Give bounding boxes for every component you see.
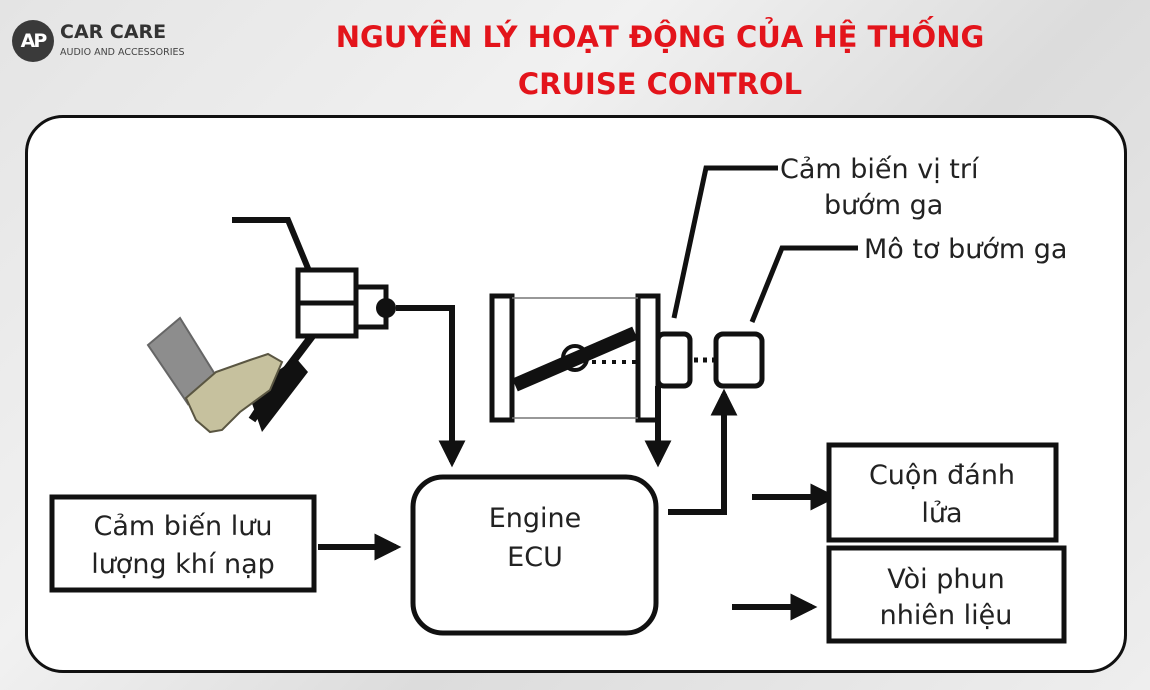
pedal-lever-arm [232, 217, 315, 280]
air-flow-sensor-label-2: lượng khí nạp [91, 549, 275, 580]
pedal-to-ecu-arrow [396, 305, 466, 468]
air-flow-sensor-box [49, 494, 317, 593]
page-title-line-2: CRUISE CONTROL [517, 67, 803, 101]
ignition-coil-label-2: lửa [921, 498, 962, 529]
brand-badge: AP [12, 20, 54, 62]
fuel-injector-label-2: nhiên liệu [880, 600, 1013, 631]
fuel-injector-label-1: Vòi phun [887, 564, 1004, 595]
ignition-coil-label-1: Cuộn đánh [869, 460, 1015, 491]
engine-ecu-label-2: ECU [507, 542, 563, 573]
throttle-motor-leader [749, 245, 858, 323]
air-flow-sensor-label-1: Cảm biến lưu [94, 511, 273, 542]
engine-ecu-box [410, 474, 659, 636]
throttle-motor-label: Mô tơ bướm ga [864, 234, 1067, 265]
throttle-motor-box [713, 331, 765, 389]
page-title-line-1: NGUYÊN LÝ HOẠT ĐỘNG CỦA HỆ THỐNG [335, 20, 985, 54]
brand-name: CAR CARE [60, 21, 167, 43]
pedal-pivot-icon [376, 298, 396, 318]
engine-ecu-label-1: Engine [489, 503, 582, 534]
throttle-position-sensor-box [655, 331, 693, 389]
throttle-body [489, 293, 765, 423]
fuel-injector-box [826, 545, 1067, 644]
brand-logo: AP CAR CARE AUDIO AND ACCESSORIES [12, 20, 212, 64]
pedal-pad [248, 358, 308, 432]
throttle-body-left-flange [489, 293, 515, 423]
ignition-coil-box [826, 442, 1059, 543]
page-title: NGUYÊN LÝ HOẠT ĐỘNG CỦA HỆ THỐNG CRUISE … [300, 14, 1020, 108]
ecu-to-motor-arrow [668, 388, 738, 515]
throttle-position-sensor-label-1: Cảm biến vị trí [780, 154, 980, 185]
foot-shoe-icon [184, 352, 284, 434]
throttle-position-sensor-label-2: bướm ga [824, 190, 943, 221]
accelerator-pedal-assembly [146, 217, 396, 434]
throttle-position-sensor-leader [671, 165, 778, 319]
brand-tagline: AUDIO AND ACCESSORIES [60, 47, 185, 58]
throttle-valve-plate [512, 326, 638, 392]
